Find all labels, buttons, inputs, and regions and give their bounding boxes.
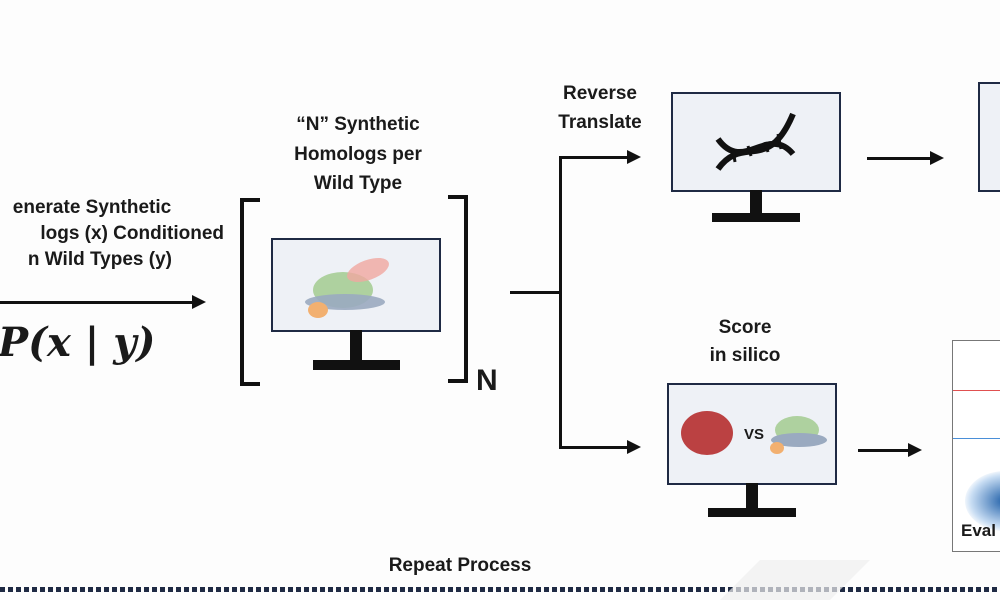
monitor-stand <box>746 483 758 508</box>
vs-label: VS <box>743 426 764 443</box>
reverse-label-2: Translate <box>558 112 642 133</box>
threshold-blue <box>953 438 1000 439</box>
eval-label: Eval <box>961 521 996 540</box>
arrow-head <box>627 150 641 164</box>
monitor-stand <box>350 330 362 360</box>
monitor-base <box>313 360 400 370</box>
monitor-score: VS <box>667 383 837 485</box>
protein-comparison-icon <box>681 411 827 455</box>
monitor-base <box>712 213 800 222</box>
score-label-2: in silico <box>709 345 781 366</box>
arrow-head <box>908 443 922 457</box>
monitor-stand <box>750 190 762 213</box>
arrow-generate <box>0 301 195 304</box>
watermark-stripe <box>700 560 870 600</box>
middle-title-1: “N” Synthetic <box>296 114 420 135</box>
score-label-1: Score <box>718 317 772 338</box>
dna-icon <box>715 112 796 171</box>
right-bracket <box>448 195 468 383</box>
middle-title-2: Homologs per <box>294 144 422 165</box>
formula: P(x | y) <box>0 319 156 366</box>
evaluation-chart-partial: Eval <box>952 340 1000 552</box>
branch-vertical <box>559 156 562 449</box>
reverse-label-1: Reverse <box>563 83 637 104</box>
n-multiplier: N <box>476 364 498 397</box>
arrow-head <box>192 295 206 309</box>
branch-top <box>559 156 629 159</box>
arrow-to-chart <box>858 449 910 452</box>
monitor-base <box>708 508 796 517</box>
arrow-to-next <box>867 157 932 160</box>
monitor-partial <box>978 82 1000 192</box>
generate-label-line1: enerate Synthetic <box>12 197 172 218</box>
branch-stem <box>510 291 562 294</box>
monitor-dna <box>671 92 841 192</box>
generate-label-line3: n Wild Types (y) <box>27 249 172 270</box>
arrow-head <box>627 440 641 454</box>
left-bracket <box>240 198 260 386</box>
branch-bottom <box>559 446 629 449</box>
middle-title-3: Wild Type <box>313 173 403 194</box>
arrow-head <box>930 151 944 165</box>
protein-helix-icon <box>305 257 389 318</box>
monitor-homologs <box>271 238 441 332</box>
generate-label-line2: logs (x) Conditioned <box>40 223 224 244</box>
repeat-process-label: Repeat Process <box>388 555 532 576</box>
repeat-dotted-line <box>0 587 1000 592</box>
threshold-red <box>953 390 1000 391</box>
